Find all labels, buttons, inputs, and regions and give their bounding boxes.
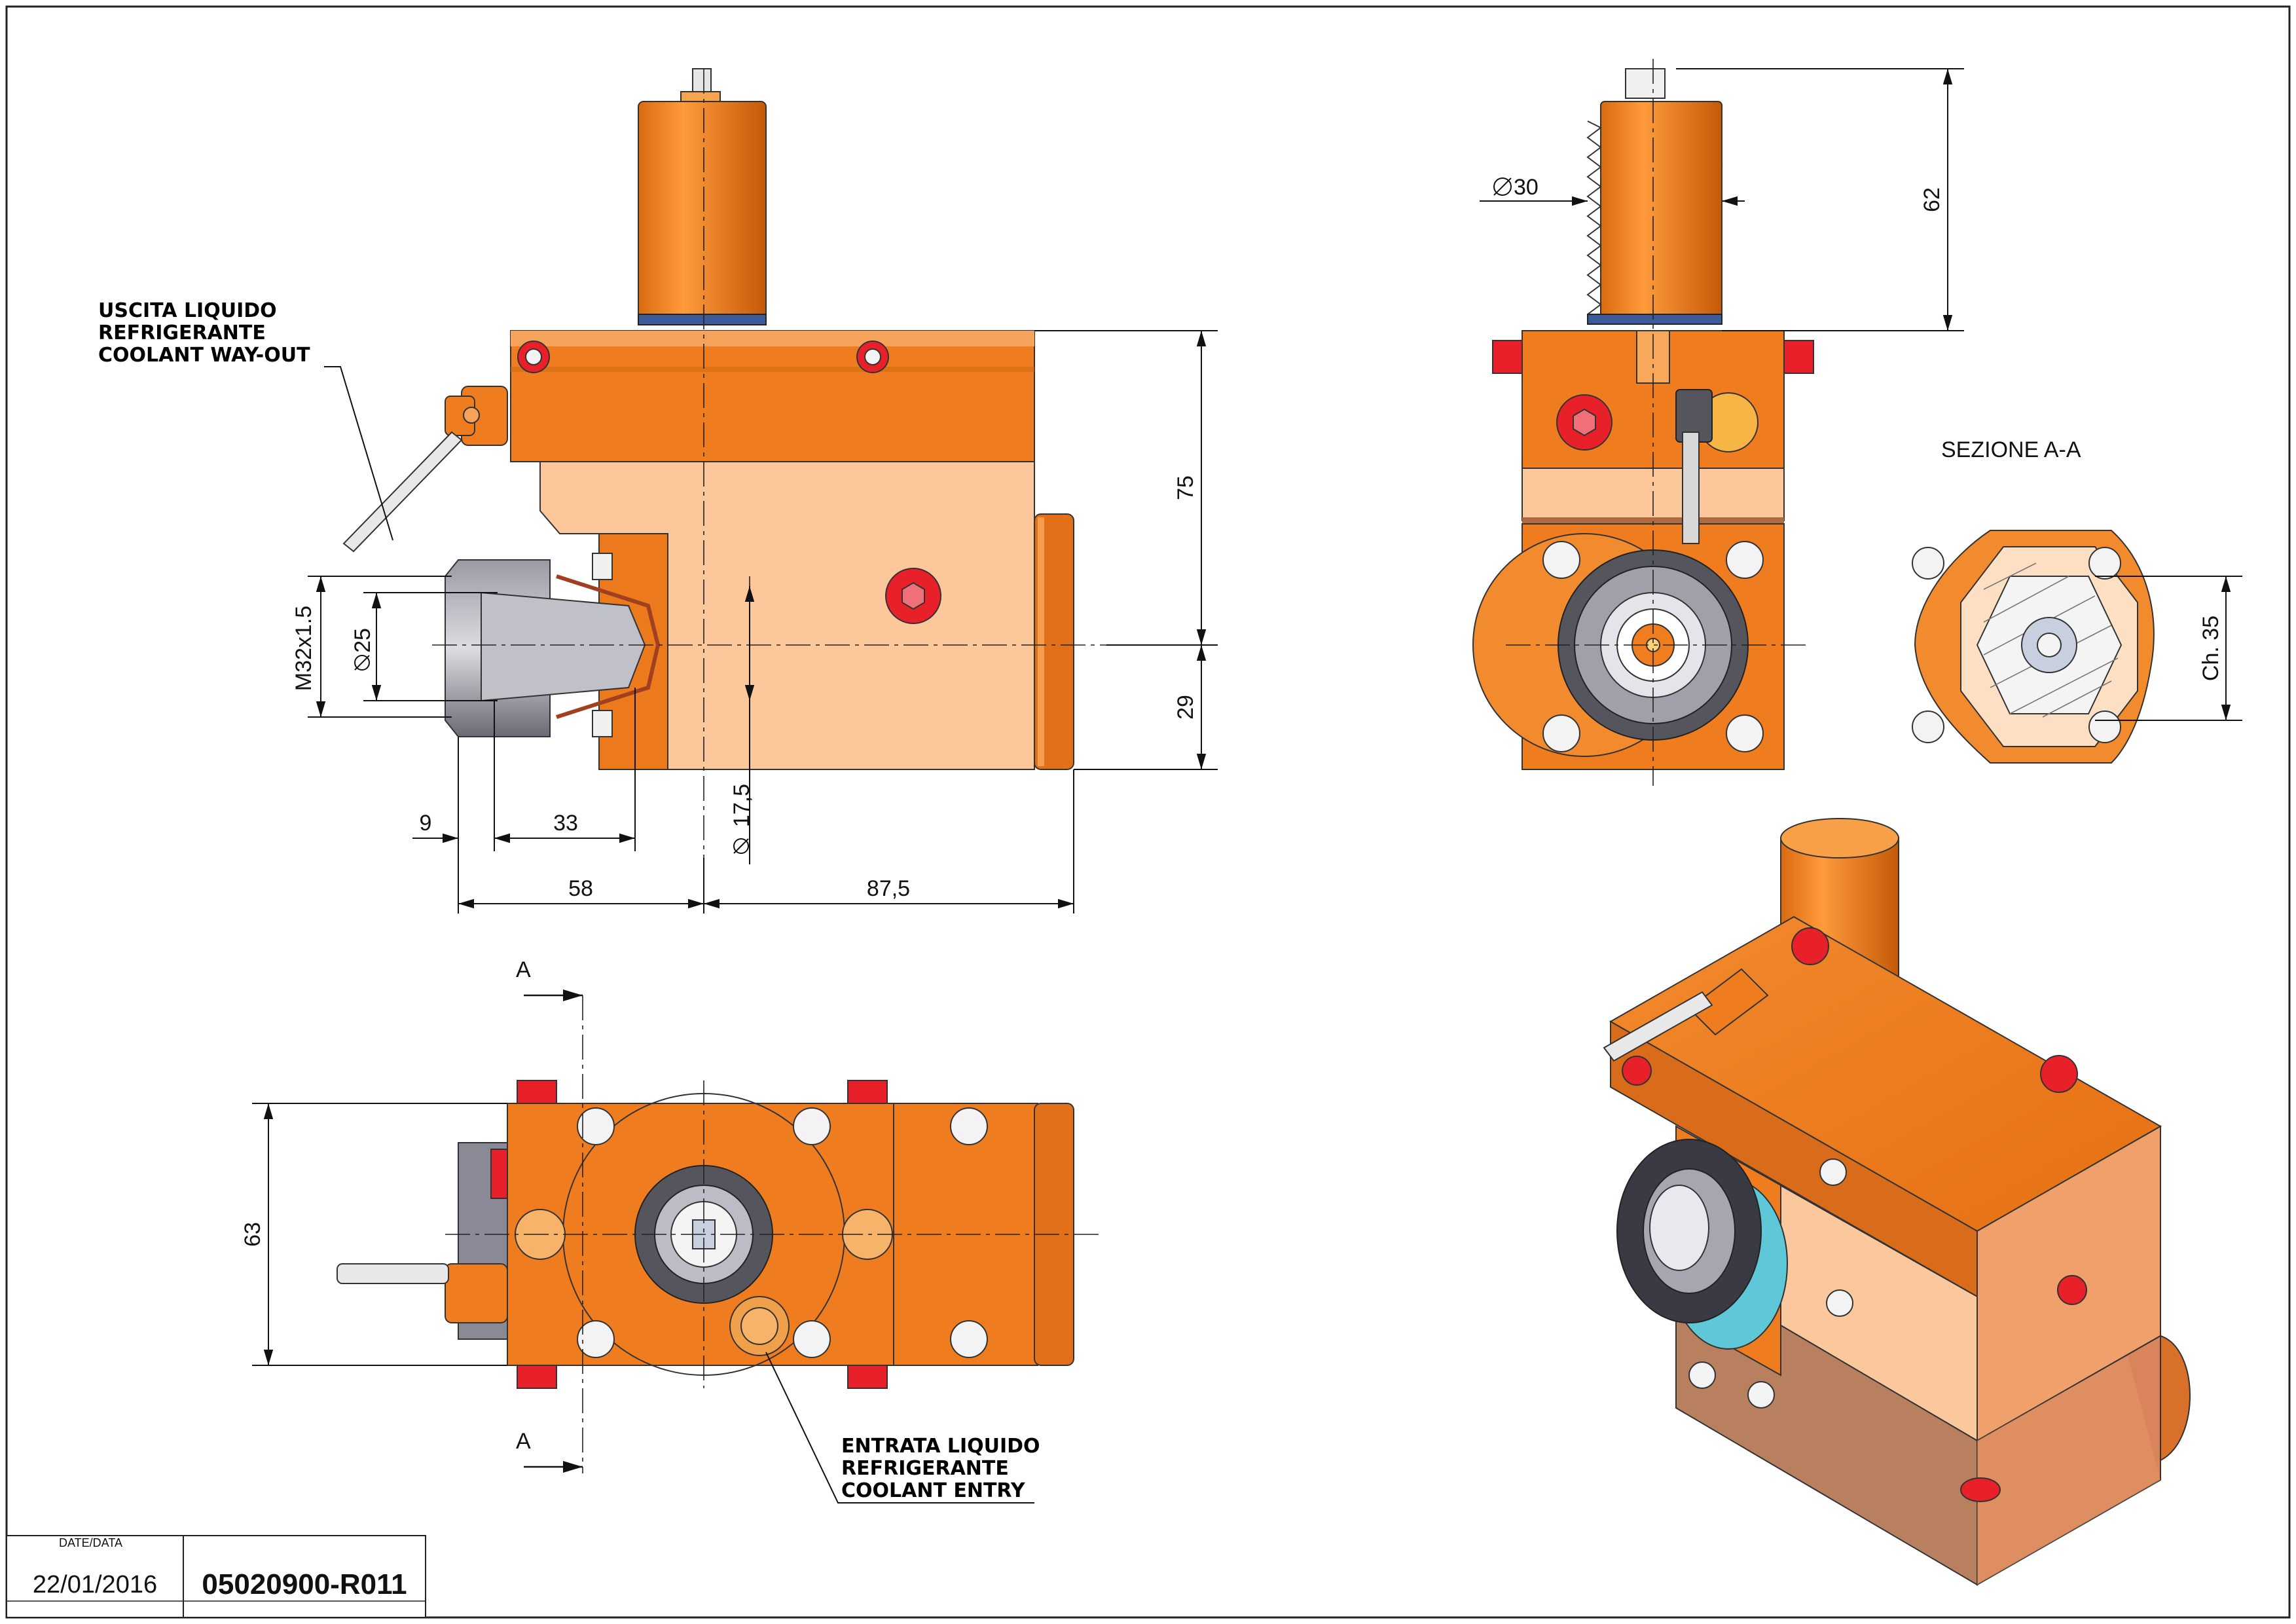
drive-cylinder xyxy=(638,101,767,325)
title-block xyxy=(6,1535,426,1618)
dim-29: 29 xyxy=(1173,695,1198,720)
svg-text:ENTRATA LIQUIDO: ENTRATA LIQUIDO xyxy=(841,1435,1040,1458)
note-coolant-out: USCITA LIQUIDO REFRIGERANTE COOLANT WAY-… xyxy=(98,299,310,367)
svg-text:USCITA LIQUIDO: USCITA LIQUIDO xyxy=(98,299,277,322)
isometric-view xyxy=(1603,818,2191,1586)
dim-ch-35: Ch. 35 xyxy=(2198,616,2223,681)
dim-dia-30: 30 xyxy=(1493,175,1539,200)
top-flange xyxy=(510,330,1035,462)
section-a-a xyxy=(1912,530,2242,764)
svg-text:COOLANT ENTRY: COOLANT ENTRY xyxy=(841,1479,1026,1502)
date-label: DATE/DATA xyxy=(59,1536,122,1549)
red-plug xyxy=(1556,394,1613,451)
hex-screw xyxy=(517,341,550,373)
svg-text:REFRIGERANTE: REFRIGERANTE xyxy=(98,322,266,344)
section-mark-top: A xyxy=(516,957,531,982)
dim-58: 58 xyxy=(568,876,593,901)
dim-thread: M32x1.5 xyxy=(291,606,316,691)
side-view xyxy=(308,68,1218,913)
section-title: SEZIONE A-A xyxy=(1941,437,2081,462)
hex-screw xyxy=(856,341,889,373)
coolant-outlet-nozzle xyxy=(342,386,508,553)
dim-63: 63 xyxy=(240,1222,265,1247)
note-coolant-in: ENTRATA LIQUIDO REFRIGERANTE COOLANT ENT… xyxy=(841,1435,1040,1502)
date-value: 22/01/2016 xyxy=(33,1571,157,1598)
part-number: 05020900-R011 xyxy=(202,1568,407,1600)
red-plug xyxy=(885,568,941,624)
svg-text:17,5: 17,5 xyxy=(729,784,754,827)
svg-text:25: 25 xyxy=(350,628,375,653)
front-view xyxy=(1472,59,1964,786)
dim-87-5: 87,5 xyxy=(867,876,910,901)
dim-dia-25: 25 xyxy=(350,628,375,671)
drawing-frame xyxy=(5,5,2291,1619)
dim-dia-17-5: 17,5 xyxy=(729,784,754,854)
section-mark-bottom: A xyxy=(516,1429,531,1454)
svg-text:30: 30 xyxy=(1514,175,1539,200)
dim-33: 33 xyxy=(553,811,578,836)
dim-75: 75 xyxy=(1173,475,1198,500)
top-view xyxy=(252,989,1100,1504)
svg-text:REFRIGERANTE: REFRIGERANTE xyxy=(841,1457,1009,1480)
svg-text:COOLANT WAY-OUT: COOLANT WAY-OUT xyxy=(98,344,310,367)
dim-9: 9 xyxy=(420,811,432,836)
dim-62: 62 xyxy=(1920,187,1944,212)
